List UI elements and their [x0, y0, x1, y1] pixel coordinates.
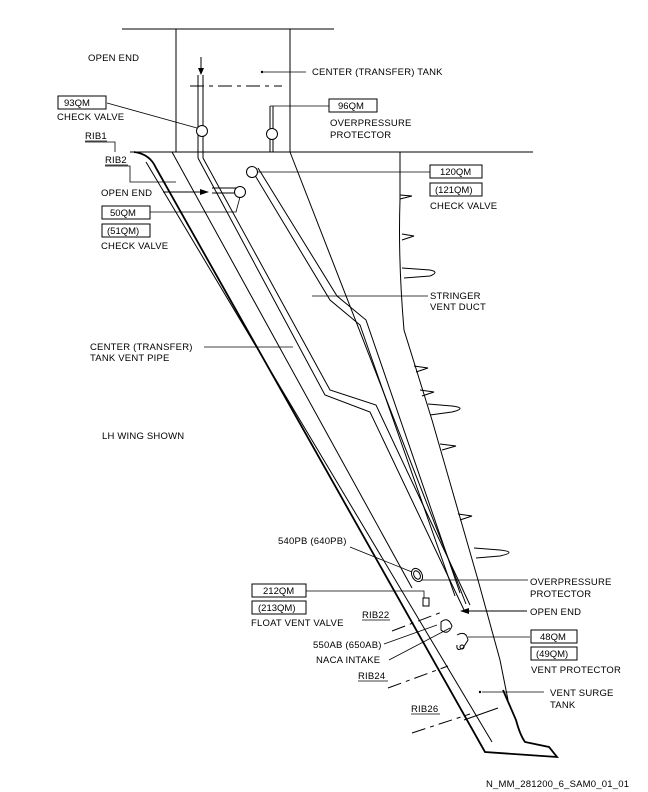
overpressure-protector-top-label: OVERPRESSURE: [330, 118, 412, 129]
rib24-label: RIB24: [358, 671, 385, 682]
figure-reference: N_MM_281200_6_SAM0_01_01: [486, 779, 629, 790]
float-vent-213qm-code: (213QM): [258, 603, 295, 614]
lh-wing-shown-label: LH WING SHOWN: [102, 431, 184, 442]
stringer-vent-duct-label-2: VENT DUCT: [430, 302, 486, 313]
center-tank-vent-pipe: [197, 75, 471, 613]
check-valve-50qm-icon: [234, 186, 246, 198]
check-valve-50qm-code: 50QM: [110, 208, 136, 219]
vent-protector-label: VENT PROTECTOR: [531, 665, 621, 676]
open-end-top-label: OPEN END: [88, 53, 139, 64]
open-end-bottom-label: OPEN END: [530, 607, 581, 618]
overpressure-protector-bottom-label: OVERPRESSURE: [530, 577, 612, 588]
center-tank-vent-pipe-label-2: TANK VENT PIPE: [90, 353, 170, 364]
overpressure-protector-96qm-icon: [266, 128, 278, 140]
rib26-label: RIB26: [411, 704, 438, 715]
center-tank-vent-pipe-label-1: CENTER (TRANSFER): [90, 342, 193, 353]
overpressure-protector-bottom-label-2: PROTECTOR: [530, 589, 591, 600]
overpressure-96qm-box: [328, 98, 378, 113]
float-vent-valve-label: FLOAT VENT VALVE: [251, 618, 344, 629]
check-valve-51qm-code: (51QM): [107, 226, 139, 237]
center-transfer-tank-label: CENTER (TRANSFER) TANK: [312, 67, 443, 78]
open-end-mid-label: OPEN END: [101, 188, 152, 199]
vent-protector-49qm-code: (49QM): [536, 649, 568, 660]
open-end-mid-arrow: [163, 189, 209, 195]
vent-protector-48qm-code: 48QM: [540, 632, 566, 643]
vent-protector-icon: [456, 632, 469, 650]
overpressure-protector-top-label-2: PROTECTOR: [330, 130, 391, 141]
check-valve-120-label: CHECK VALVE: [430, 201, 497, 212]
check-valve-51qm-box: [101, 223, 151, 238]
panel-540pb-label: 540PB (640PB): [278, 536, 347, 547]
check-valve-93qm-icon: [196, 125, 208, 137]
float-vent-212qm-code: 212QM: [263, 586, 294, 597]
check-valve-50-label: CHECK VALVE: [101, 241, 168, 252]
float-vent-212qm-box: [251, 583, 307, 598]
check-valve-120qm-icon: [246, 166, 258, 178]
rib26-line: [463, 707, 499, 721]
panel-550ab-label: 550AB (650AB): [313, 640, 382, 651]
naca-intake-label: NACA INTAKE: [316, 655, 380, 666]
rib22-label: RIB22: [362, 610, 389, 621]
wing-outline: [133, 151, 559, 759]
float-vent-valve-icon: [422, 597, 430, 607]
overpressure-protector-bottom-icon: [410, 567, 424, 583]
check-valve-121qm-box: [429, 182, 483, 197]
overpressure-96qm-code: 96QM: [338, 101, 364, 112]
check-valve-93qm-box: [57, 95, 107, 110]
float-vent-213qm-box: [251, 600, 307, 615]
check-valve-93-label: CHECK VALVE: [57, 112, 124, 123]
vent-surge-tank-label-2: TANK: [550, 700, 576, 711]
stringer-vent-duct: [171, 151, 467, 605]
open-end-top-arrow: [198, 57, 204, 75]
naca-intake-icon: [440, 619, 453, 633]
center-tank-outline: [122, 28, 533, 153]
check-valve-50qm-box: [101, 205, 151, 220]
rib2-label: RIB2: [105, 155, 127, 166]
check-valve-120qm-box: [429, 164, 483, 179]
vent-protector-49qm-box: [530, 646, 578, 661]
stringer-vent-duct-label-1: STRINGER: [430, 291, 481, 302]
check-valve-93qm-code: 93QM: [64, 98, 90, 109]
leader-lines: [85, 70, 544, 734]
check-valve-121qm-code: (121QM): [435, 185, 472, 196]
open-end-bottom-arrow: [460, 608, 527, 614]
rib2-vent-pipe: [212, 106, 274, 194]
vent-surge-tank-label-1: VENT SURGE: [550, 688, 614, 699]
vent-protector-48qm-box: [530, 629, 578, 644]
check-valve-120qm-code: 120QM: [440, 167, 471, 178]
rib1-label: RIB1: [85, 131, 107, 142]
